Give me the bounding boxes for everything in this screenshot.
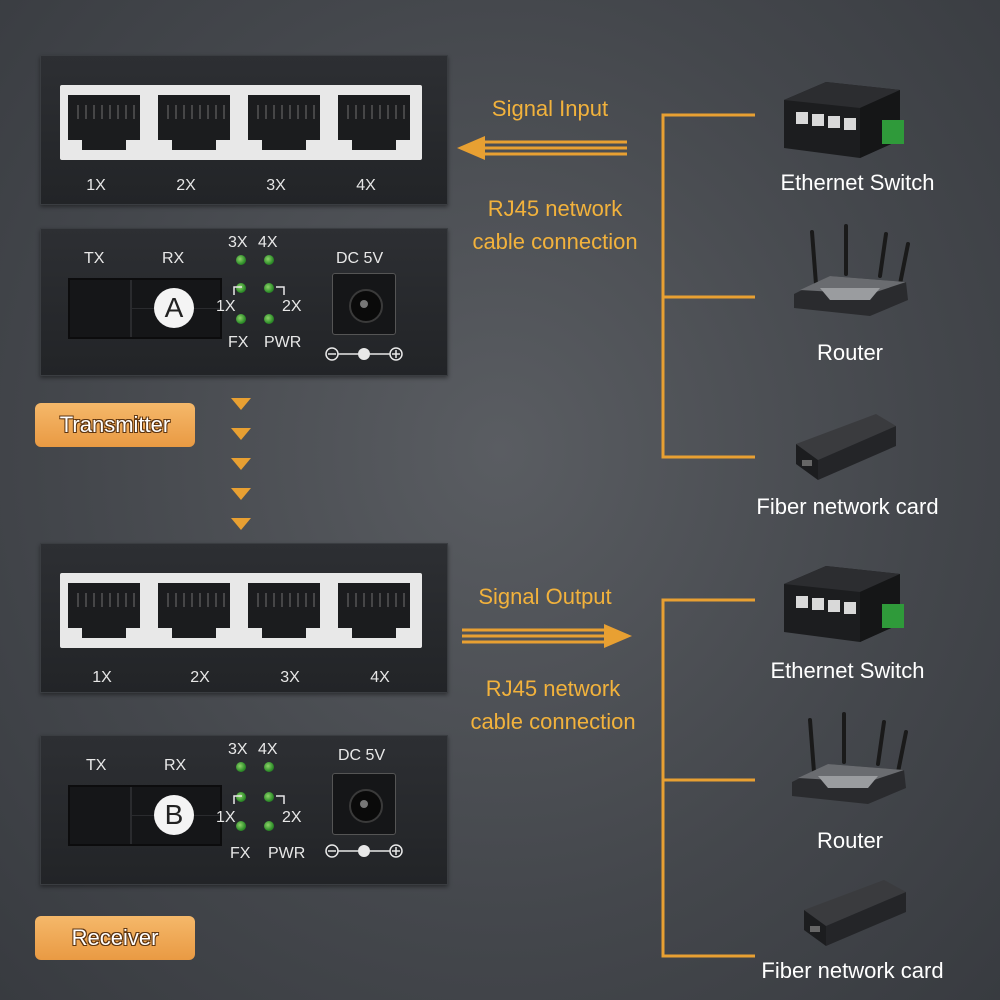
led-2x-icon xyxy=(264,792,274,802)
device-label-router: Router xyxy=(816,340,884,365)
dc-label: DC 5V xyxy=(338,747,386,764)
receiver-front-panel: TX RX B 3X 4X 1X 2X FX PWR DC 5V xyxy=(40,735,448,885)
led-3x-icon xyxy=(236,762,246,772)
connector-bracket xyxy=(661,113,755,459)
led-label-4x: 4X xyxy=(258,741,278,758)
led-fx-icon xyxy=(236,314,246,324)
chevron-down-icon xyxy=(231,458,251,470)
dc-power-jack xyxy=(332,273,396,335)
sfp-port: B xyxy=(68,785,222,846)
dc-label: DC 5V xyxy=(336,250,384,267)
rx-label: RX xyxy=(162,250,185,267)
led-label-pwr: PWR xyxy=(264,334,302,351)
router-icon xyxy=(794,224,910,316)
led-label-1x: 1X xyxy=(216,298,236,315)
port-label-4x: 4X xyxy=(356,177,376,194)
sfp-port: A xyxy=(68,278,222,339)
rj45-port-4x xyxy=(338,95,410,150)
cable-label-line1: RJ45 network xyxy=(485,676,621,701)
ethernet-switch-icon xyxy=(784,566,904,642)
device-letter-a: A xyxy=(154,288,194,328)
led-bracket-lines xyxy=(233,795,285,804)
led-4x-icon xyxy=(264,762,274,772)
arrow-left-icon xyxy=(457,136,627,160)
port-label-3x: 3X xyxy=(266,177,286,194)
receiver-tag: Receiver xyxy=(35,916,195,960)
port-label-1x: 1X xyxy=(92,669,112,686)
arrow-right-icon xyxy=(462,624,632,648)
led-label-fx: FX xyxy=(228,334,249,351)
rx-label: RX xyxy=(164,757,187,774)
led-label-2x: 2X xyxy=(282,809,302,826)
rj45-port-2x xyxy=(158,95,230,150)
led-1x-icon xyxy=(236,283,246,293)
led-1x-icon xyxy=(236,792,246,802)
polarity-icon xyxy=(325,347,403,361)
led-fx-icon xyxy=(236,821,246,831)
fiber-network-card-icon xyxy=(796,414,896,480)
rj45-port-4x xyxy=(338,583,410,638)
signal-input-label: Signal Input xyxy=(491,96,609,121)
port-label-1x: 1X xyxy=(86,177,106,194)
polarity-icon xyxy=(325,844,403,858)
receiver-port-panel: 1X 2X 3X 4X xyxy=(40,543,448,693)
ethernet-switch-icon xyxy=(784,82,904,158)
led-label-3x: 3X xyxy=(228,234,248,251)
led-label-4x: 4X xyxy=(258,234,278,251)
port-label-2x: 2X xyxy=(176,177,196,194)
rj45-port-3x xyxy=(248,95,320,150)
cable-label-line2: cable connection xyxy=(472,229,638,254)
device-label-fiber-card: Fiber network card xyxy=(756,494,939,519)
led-label-3x: 3X xyxy=(228,741,248,758)
port-label-3x: 3X xyxy=(280,669,300,686)
chevron-down-icon xyxy=(231,428,251,440)
cable-label-line2: cable connection xyxy=(470,709,636,734)
fiber-network-card-icon xyxy=(804,880,906,946)
led-label-2x: 2X xyxy=(282,298,302,315)
rj45-port-2x xyxy=(158,583,230,638)
led-2x-icon xyxy=(264,283,274,293)
chevron-down-icon xyxy=(231,398,251,410)
rj45-port-1x xyxy=(68,583,140,638)
connector-bracket xyxy=(661,598,755,958)
port-label-4x: 4X xyxy=(370,669,390,686)
led-pwr-icon xyxy=(264,821,274,831)
device-label-ethernet-switch: Ethernet Switch xyxy=(770,658,925,683)
rj45-ports xyxy=(68,95,410,150)
led-label-fx: FX xyxy=(230,845,251,862)
transmitter-tag: Transmitter xyxy=(35,403,195,447)
led-label-pwr: PWR xyxy=(268,845,306,862)
cable-label-line1: RJ45 network xyxy=(487,196,623,221)
tx-label: TX xyxy=(86,757,107,774)
rj45-port-3x xyxy=(248,583,320,638)
dc-power-jack xyxy=(332,773,396,835)
device-label-fiber-card: Fiber network card xyxy=(761,958,944,983)
device-letter-b: B xyxy=(154,795,194,835)
chevron-down-icon xyxy=(231,488,251,500)
rj45-ports xyxy=(68,583,410,638)
transmitter-port-panel: 1X 2X 3X 4X xyxy=(40,55,448,205)
led-3x-icon xyxy=(236,255,246,265)
led-label-1x: 1X xyxy=(216,809,236,826)
tx-label: TX xyxy=(84,250,105,267)
chevron-down-icon xyxy=(231,518,251,530)
transmitter-front-panel: TX RX A 3X 4X 1X 2X FX PWR DC 5V xyxy=(40,228,448,376)
signal-output-label: Signal Output xyxy=(478,584,612,609)
rj45-port-1x xyxy=(68,95,140,150)
device-label-ethernet-switch: Ethernet Switch xyxy=(780,170,935,195)
led-bracket-lines xyxy=(233,286,285,295)
led-pwr-icon xyxy=(264,314,274,324)
led-4x-icon xyxy=(264,255,274,265)
router-icon xyxy=(792,712,908,804)
port-label-2x: 2X xyxy=(190,669,210,686)
device-label-router: Router xyxy=(816,828,884,853)
